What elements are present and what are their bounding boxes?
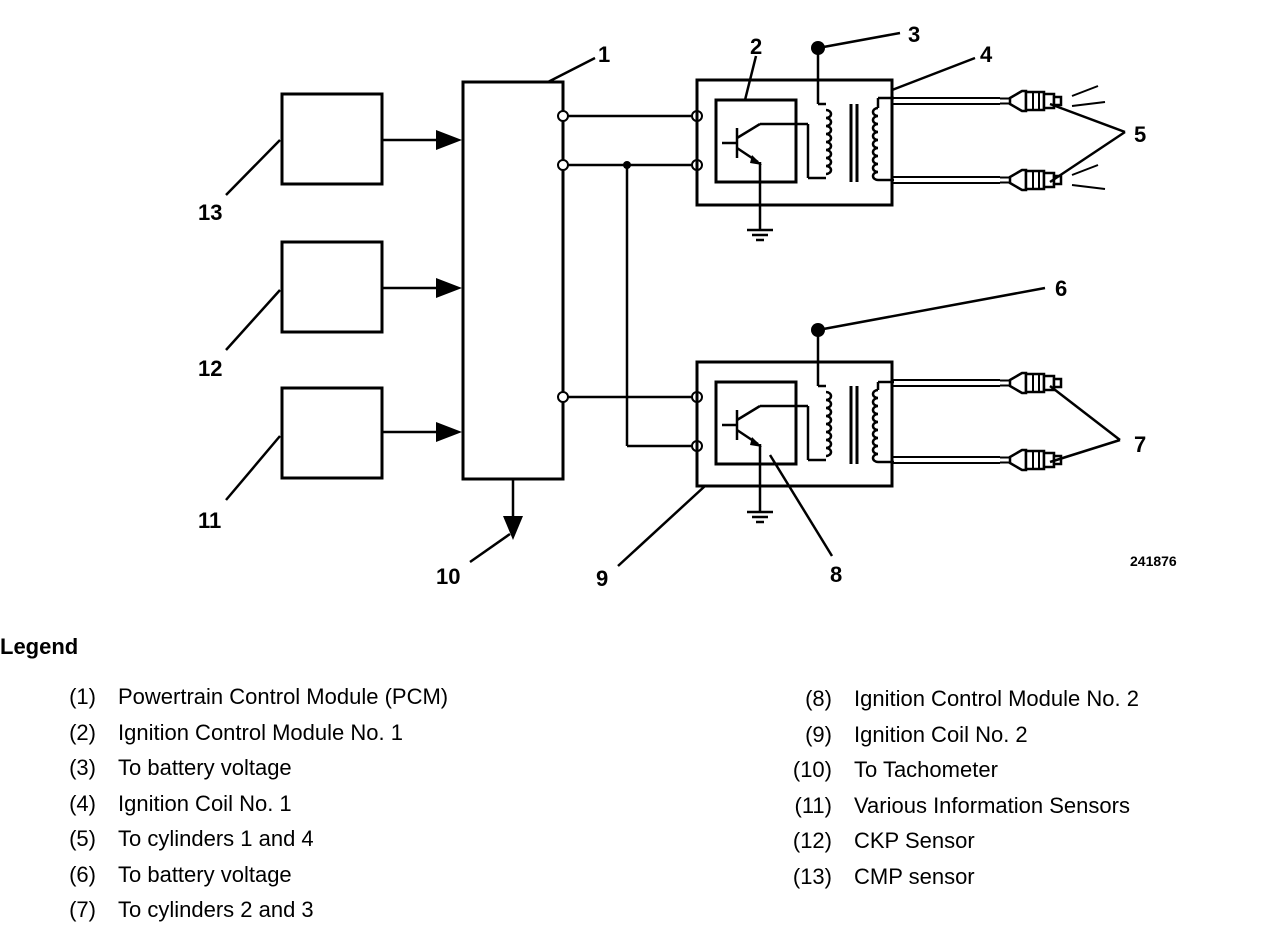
callout-9: 9 xyxy=(596,566,608,591)
legend-item-text: To battery voltage xyxy=(118,755,292,780)
legend-item-text: CKP Sensor xyxy=(854,828,975,853)
legend-title: Legend xyxy=(0,634,79,659)
legend-list-right: (8) Ignition Control Module No. 2 (9) Igni… xyxy=(736,686,1256,899)
legend-item-text: Ignition Control Module No. 1 xyxy=(118,719,403,745)
legend-item: (8) Ignition Control Module No. 2 xyxy=(736,686,1256,722)
legend-item-text: Various Information Sensors xyxy=(854,792,1130,818)
callout-3: 3 xyxy=(908,22,920,47)
legend-item-text: To cylinders 1 and 4 xyxy=(118,826,314,851)
figure-id: 241876 xyxy=(1130,553,1177,569)
callout-1: 1 xyxy=(598,42,610,67)
info-sensors-box xyxy=(280,386,384,480)
legend-item: (3) To battery voltage xyxy=(0,755,620,791)
legend-item-number: (2) xyxy=(69,719,96,745)
callout-8: 8 xyxy=(830,562,842,587)
icm-2-box xyxy=(714,380,798,466)
callout-12: 12 xyxy=(198,356,222,381)
legend-item: (9) Ignition Coil No. 2 xyxy=(736,722,1256,758)
legend-item-text: Ignition Coil No. 2 xyxy=(854,721,1028,747)
legend-item: (1) Powertrain Control Module (PCM) xyxy=(0,684,620,720)
legend-item-number: (9) xyxy=(805,721,832,747)
callout-10: 10 xyxy=(436,564,460,589)
legend-item-number: (10) xyxy=(792,757,832,782)
legend-item: (5) To cylinders 1 and 4 xyxy=(0,826,620,862)
legend-item-text: Ignition Control Module No. 2 xyxy=(854,686,1139,711)
leader-lines xyxy=(225,31,1126,567)
legend-item-number: (6) xyxy=(69,861,96,887)
legend-item-number: (1) xyxy=(69,684,96,709)
legend-item: (4) Ignition Coil No. 1 xyxy=(0,791,620,827)
legend-item-text: To cylinders 2 and 3 xyxy=(118,897,314,922)
pcm-box xyxy=(461,80,565,481)
callout-6: 6 xyxy=(1055,276,1067,301)
legend-item: (7) To cylinders 2 and 3 xyxy=(0,897,620,933)
callout-2: 2 xyxy=(750,34,762,59)
legend-item: (12) CKP Sensor xyxy=(736,828,1256,864)
ignition-coil-1 xyxy=(695,41,1106,242)
legend-item-number: (5) xyxy=(69,826,96,851)
callout-13: 13 xyxy=(198,200,222,225)
legend-item-text: Powertrain Control Module (PCM) xyxy=(118,684,449,709)
terminal-circles xyxy=(557,110,703,452)
legend-item: (10) To Tachometer xyxy=(736,757,1256,793)
legend-item: (6) To battery voltage xyxy=(0,862,620,898)
ckp-sensor-box xyxy=(280,240,384,334)
legend-item-text: Ignition Coil No. 1 xyxy=(118,790,292,816)
legend-item-text: To Tachometer xyxy=(854,757,998,782)
legend-item-text: To battery voltage xyxy=(118,861,292,887)
ignition-system-diagram: 1 2 3 4 5 6 7 8 9 10 11 12 13 241876 xyxy=(198,22,1177,591)
legend-item-number: (4) xyxy=(69,790,96,816)
legend-list-left: (1) Powertrain Control Module (PCM) (2) Ig… xyxy=(0,684,620,933)
legend-item: (2) Ignition Control Module No. 1 xyxy=(0,720,620,756)
callout-11: 11 xyxy=(198,508,221,533)
cmp-sensor-box xyxy=(280,92,384,186)
tach-output-arrow xyxy=(503,479,523,540)
legend-item: (11) Various Information Sensors xyxy=(736,793,1256,829)
ignition-coil-2 xyxy=(695,323,1063,524)
legend-item-number: (3) xyxy=(69,755,96,780)
legend-item-number: (7) xyxy=(69,897,96,922)
icm-1-box xyxy=(714,98,798,184)
callout-5: 5 xyxy=(1134,122,1146,147)
legend-item: (13) CMP sensor xyxy=(736,864,1256,900)
legend-item-text: CMP sensor xyxy=(854,863,975,889)
sensor-arrows xyxy=(382,130,462,442)
legend-item-number: (13) xyxy=(792,863,832,889)
legend-item-number: (11) xyxy=(794,792,833,818)
legend-item-number: (12) xyxy=(792,828,832,853)
callout-4: 4 xyxy=(980,42,993,67)
legend-item-number: (8) xyxy=(805,686,832,711)
callout-7: 7 xyxy=(1134,432,1146,457)
